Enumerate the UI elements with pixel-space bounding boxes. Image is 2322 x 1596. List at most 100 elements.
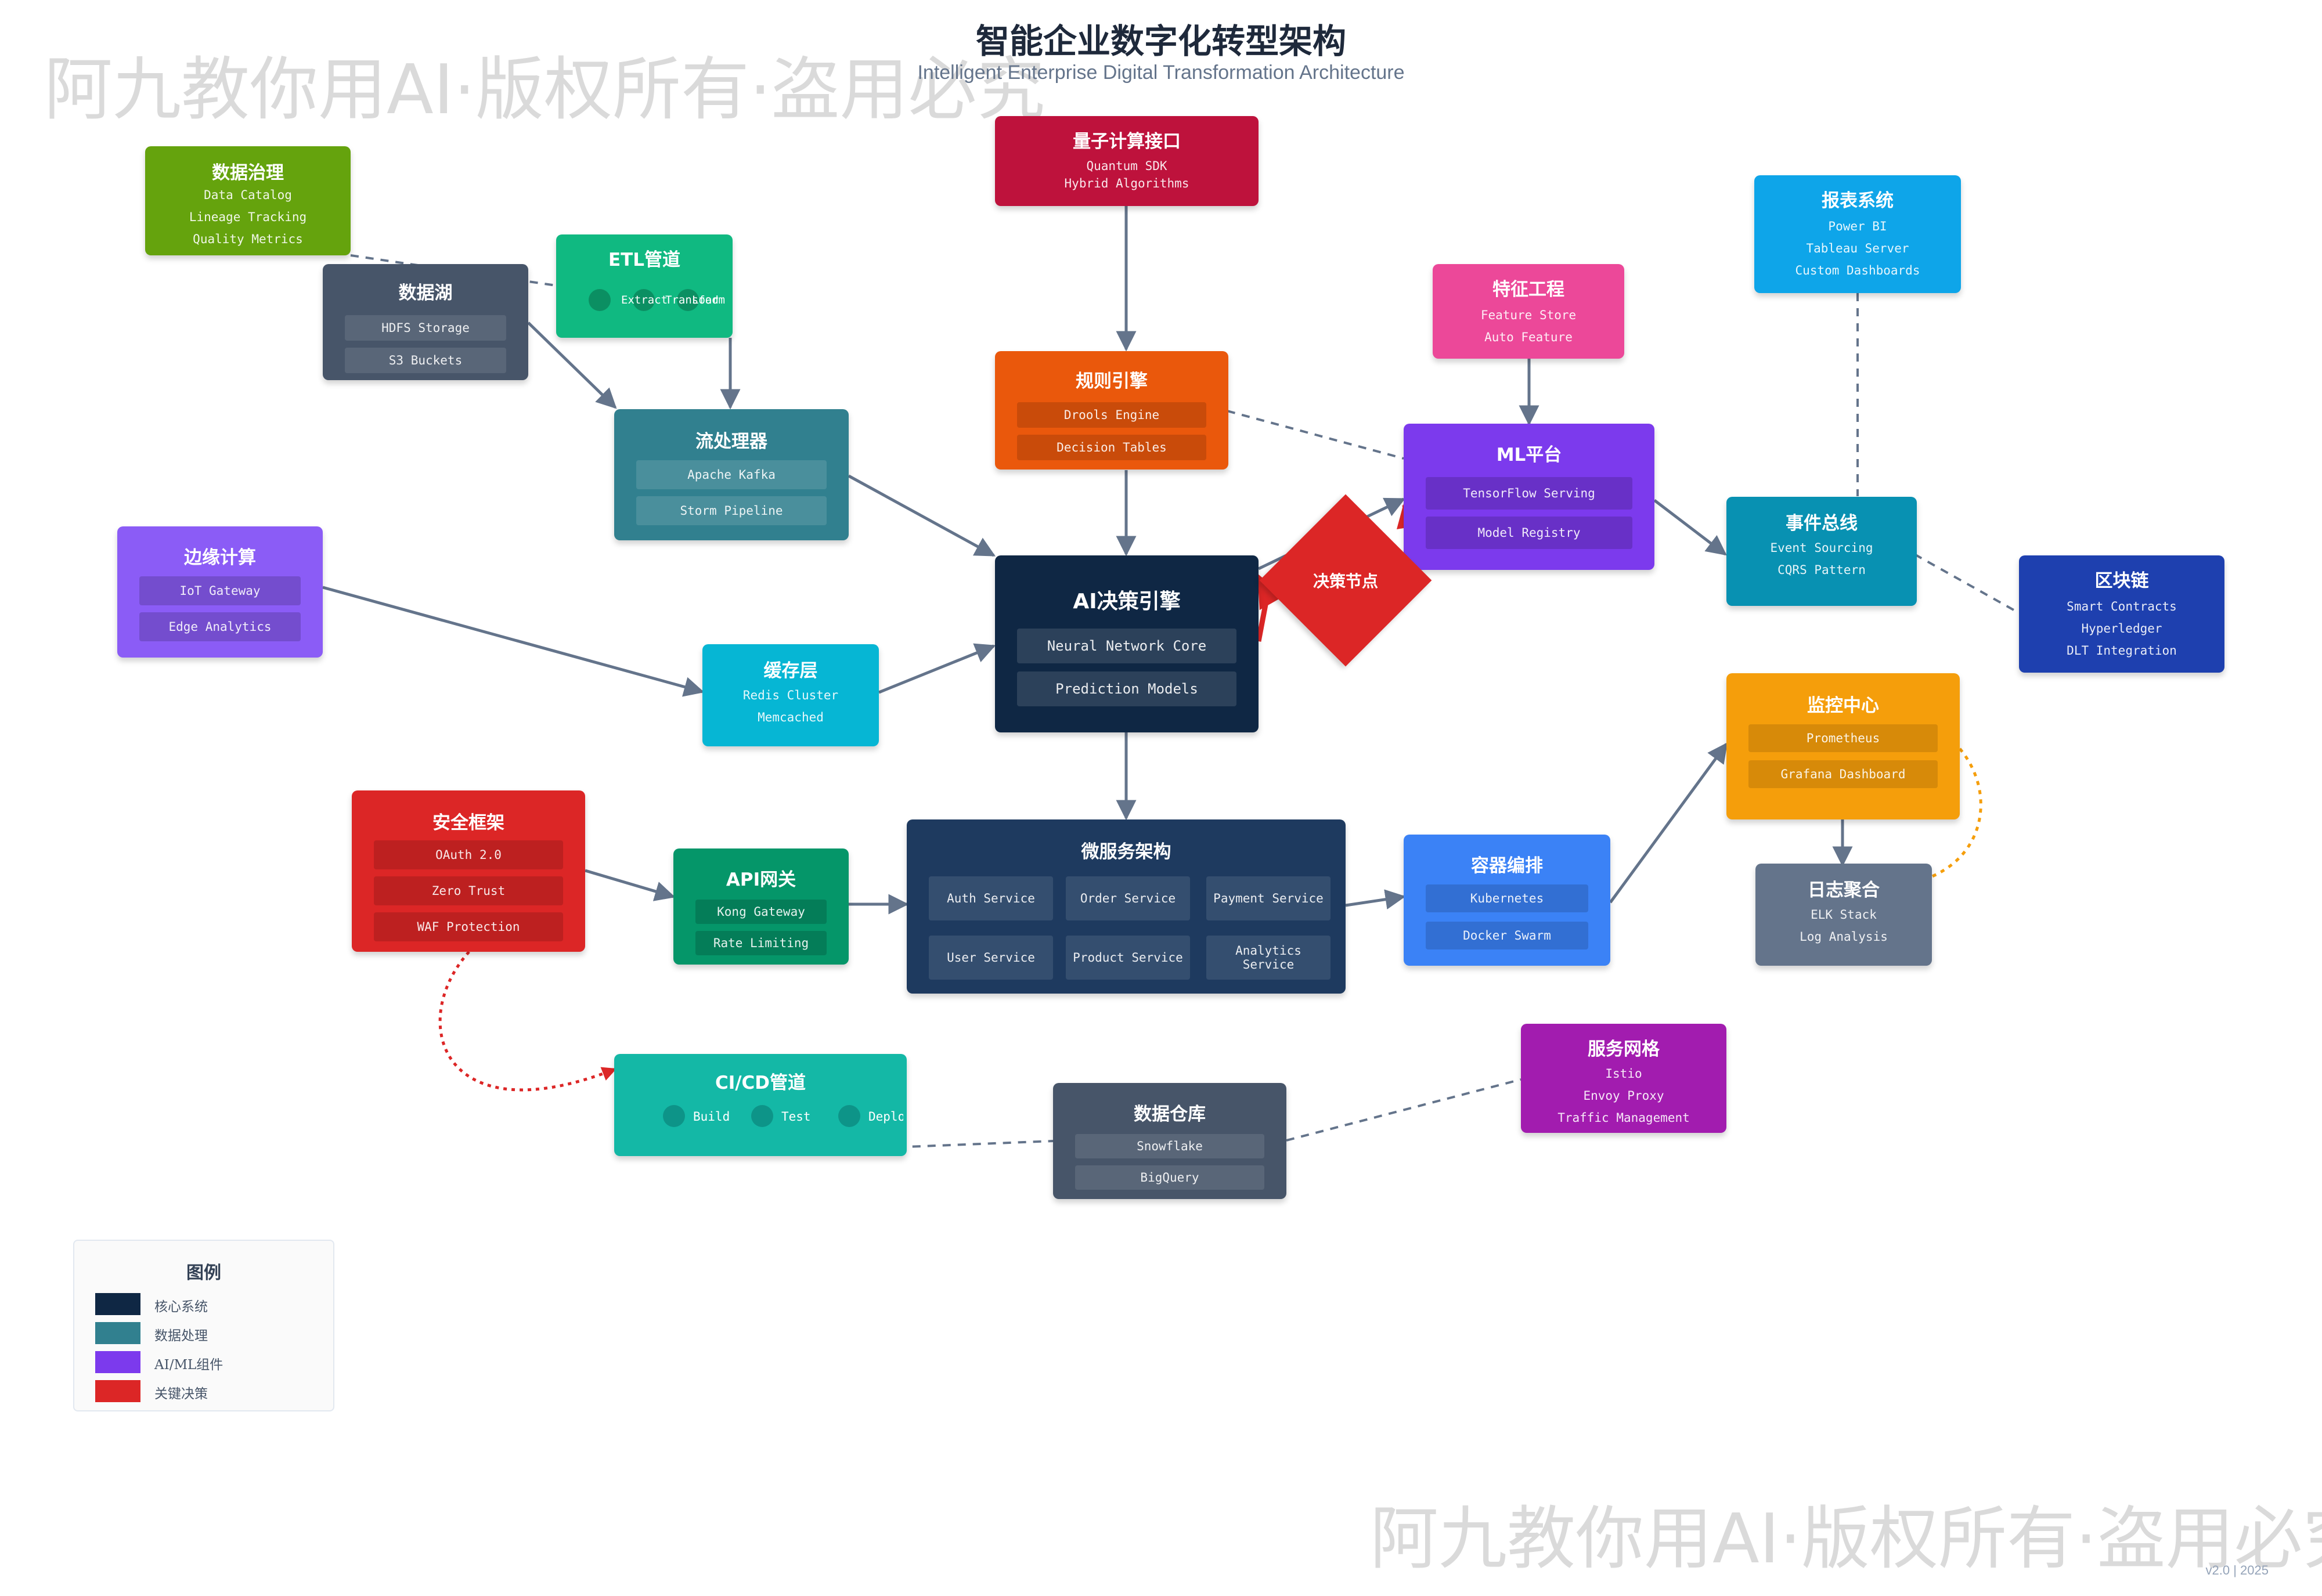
node-chip: Neural Network Core (1017, 629, 1236, 663)
service-chip[interactable]: User Service (929, 936, 1053, 980)
node-edge-computing[interactable]: 边缘计算 IoT Gateway Edge Analytics (117, 526, 323, 658)
node-line: CQRS Pattern (1777, 563, 1866, 577)
node-chip: Docker Swarm (1426, 922, 1588, 949)
node-line: Smart Contracts (2067, 600, 2177, 613)
legend-swatch-critical (95, 1380, 140, 1402)
node-chip: BigQuery (1075, 1165, 1264, 1190)
node-title: 监控中心 (1807, 695, 1879, 716)
node-etl[interactable]: ETL管道 Extract Transform Load (556, 234, 733, 338)
node-chip: OAuth 2.0 (374, 840, 563, 869)
node-chip: Storm Pipeline (636, 496, 827, 525)
node-blockchain[interactable]: 区块链 Smart Contracts Hyperledger DLT Inte… (2019, 555, 2224, 673)
node-line: Custom Dashboards (1795, 263, 1920, 277)
node-chip: Zero Trust (374, 876, 563, 905)
dashed-event-blockchain (1914, 553, 2018, 613)
node-service-mesh[interactable]: 服务网格 Istio Envoy Proxy Traffic Managemen… (1521, 1024, 1726, 1133)
decision-node-label: 决策节点 (1313, 572, 1378, 591)
service-chip[interactable]: Product Service (1066, 936, 1190, 980)
legend-label: AI/ML组件 (154, 1357, 223, 1373)
arrow-stream-ai (848, 474, 996, 557)
service-chip[interactable]: Auth Service (929, 876, 1053, 920)
service-chip[interactable]: Payment Service (1206, 876, 1331, 920)
node-line: Envoy Proxy (1583, 1089, 1664, 1103)
node-line: Memcached (758, 710, 824, 724)
node-ai-decision-engine[interactable]: AI决策引擎 Neural Network Core Prediction Mo… (995, 555, 1259, 732)
node-line: Hybrid Algorithms (1064, 176, 1189, 190)
node-line: Log Analysis (1800, 930, 1888, 944)
node-microservices[interactable]: 微服务架构 Auth Service Order Service Payment… (907, 819, 1346, 994)
node-data-warehouse[interactable]: 数据仓库 Snowflake BigQuery (1053, 1083, 1286, 1199)
node-title: CI/CD管道 (715, 1073, 806, 1093)
node-title: 容器编排 (1471, 855, 1543, 876)
node-chip: Decision Tables (1017, 435, 1206, 460)
step-dot (677, 289, 699, 311)
node-title: 安全框架 (432, 813, 504, 833)
node-chip: Model Registry (1426, 517, 1632, 549)
node-line: Quality Metrics (193, 232, 303, 246)
node-title: 报表系统 (1822, 190, 1894, 211)
node-line: DLT Integration (2067, 644, 2177, 658)
dashed-warehouse-mesh (1286, 1078, 1521, 1142)
watermark-top: 阿九教你用AI·版权所有·盗用必究 (44, 49, 1045, 129)
node-title: 数据治理 (212, 163, 284, 183)
node-ml-platform[interactable]: ML平台 TensorFlow Serving Model Registry (1404, 424, 1654, 570)
arrow-edge-cache (322, 586, 705, 697)
node-cicd[interactable]: CI/CD管道 Build Test Deploy (614, 1054, 907, 1156)
node-container-orchestration[interactable]: 容器编排 Kubernetes Docker Swarm (1404, 835, 1610, 966)
node-log-aggregation[interactable]: 日志聚合 ELK Stack Log Analysis (1755, 864, 1932, 966)
node-rules-engine[interactable]: 规则引擎 Drools Engine Decision Tables (995, 351, 1228, 470)
step-label: Test (781, 1110, 811, 1124)
node-line: Feature Store (1480, 308, 1577, 322)
node-title: 微服务架构 (1081, 842, 1171, 862)
node-title: 事件总线 (1786, 513, 1858, 534)
step-dot (751, 1105, 773, 1127)
node-api-gateway[interactable]: API网关 Kong Gateway Rate Limiting (673, 848, 849, 965)
node-monitoring[interactable]: 监控中心 Prometheus Grafana Dashboard (1726, 673, 1960, 819)
node-cache[interactable]: 缓存层 Redis Cluster Memcached (702, 644, 879, 746)
node-chip: HDFS Storage (345, 315, 506, 341)
step-label: Deploy (868, 1110, 903, 1124)
node-chip: IoT Gateway (139, 576, 301, 605)
node-event-bus[interactable]: 事件总线 Event Sourcing CQRS Pattern (1726, 497, 1917, 606)
node-line: Redis Cluster (742, 688, 839, 702)
node-line: Quantum SDK (1086, 159, 1167, 173)
legend-title: 图例 (186, 1263, 221, 1283)
node-title: 量子计算接口 (1073, 131, 1181, 152)
step-dot (838, 1105, 860, 1127)
node-chip: Edge Analytics (139, 612, 301, 641)
node-line: Data Catalog (204, 188, 292, 202)
service-chip[interactable]: Order Service (1066, 876, 1190, 920)
node-reporting[interactable]: 报表系统 Power BI Tableau Server Custom Dash… (1754, 175, 1961, 293)
node-data-lake[interactable]: 数据湖 HDFS Storage S3 Buckets (323, 264, 528, 380)
node-security[interactable]: 安全框架 OAuth 2.0 Zero Trust WAF Protection (352, 790, 585, 952)
node-line: Traffic Management (1557, 1111, 1690, 1125)
arrow-security-api (585, 869, 676, 901)
step-dot (589, 289, 611, 311)
node-quantum[interactable]: 量子计算接口 Quantum SDK Hybrid Algorithms (995, 116, 1259, 206)
node-title: 日志聚合 (1808, 880, 1880, 901)
legend-label: 数据处理 (154, 1328, 208, 1344)
service-chip[interactable]: Analytics Service (1206, 936, 1331, 980)
node-title: 数据湖 (398, 283, 453, 304)
dashed-rules-ml (1227, 410, 1404, 460)
arrow-micro-containers (1345, 889, 1406, 909)
node-title: 特征工程 (1492, 279, 1564, 300)
node-title: 边缘计算 (184, 547, 256, 568)
node-title: API网关 (726, 869, 796, 890)
node-feature-engineering[interactable]: 特征工程 Feature Store Auto Feature (1433, 264, 1624, 359)
node-data-governance[interactable]: 数据治理 Data Catalog Lineage Tracking Quali… (145, 146, 351, 255)
dotted-security-cicd (438, 951, 617, 1092)
step-dot (663, 1105, 685, 1127)
node-chip: Kubernetes (1426, 884, 1588, 912)
node-title: AI决策引擎 (1073, 590, 1181, 613)
legend: 图例 核心系统 数据处理 AI/ML组件 关键决策 (73, 1240, 334, 1411)
step-label: Build (693, 1110, 730, 1124)
node-chip: Snowflake (1075, 1134, 1264, 1158)
step-dot (633, 289, 655, 311)
node-chip: Prediction Models (1017, 671, 1236, 706)
node-stream-processor[interactable]: 流处理器 Apache Kafka Storm Pipeline (614, 409, 849, 540)
page-title: 智能企业数字化转型架构 (975, 21, 1346, 61)
node-line: ELK Stack (1811, 908, 1877, 922)
